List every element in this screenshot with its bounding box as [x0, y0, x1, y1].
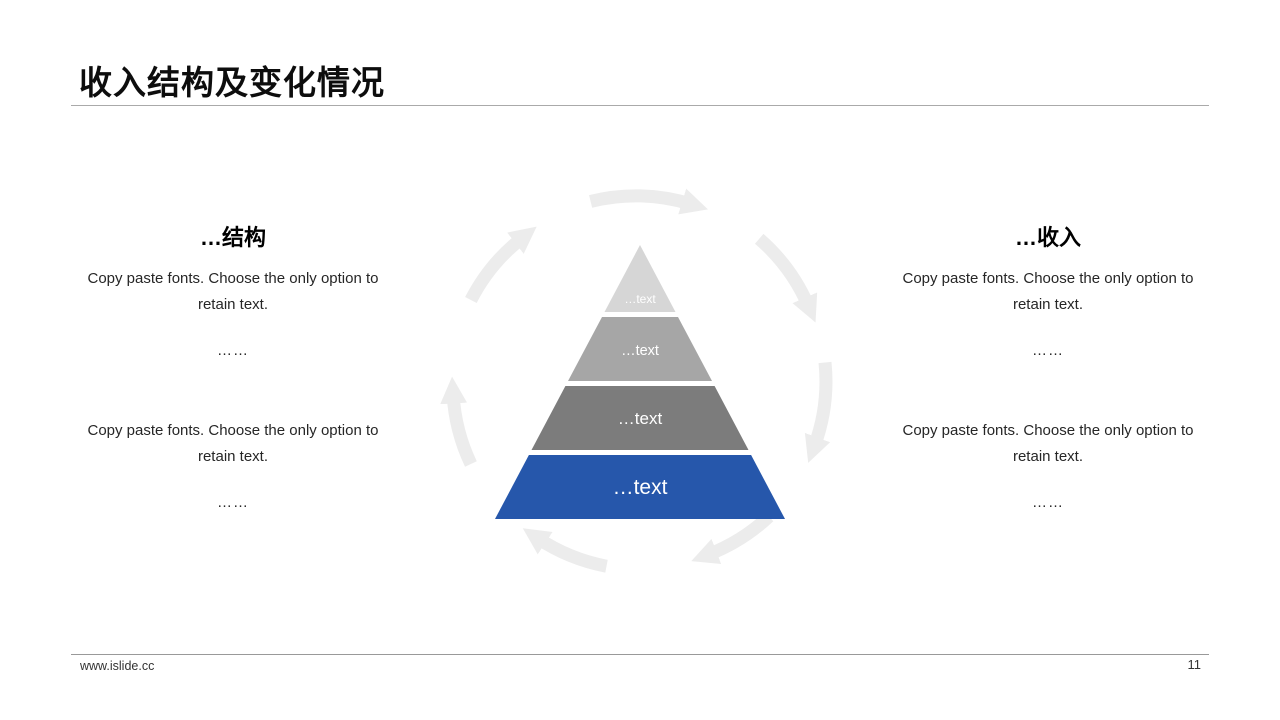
right-panel-body-2: Copy paste fonts. Choose the only option…	[902, 422, 1194, 465]
cycle-arrow-lower-right-icon	[691, 511, 774, 565]
pyramid-level-3	[531, 386, 749, 450]
right-panel-ellipsis-1: ……	[1032, 342, 1064, 359]
left-panel-body-2: Copy paste fonts. Choose the only option…	[87, 422, 379, 465]
right-panel-heading: …收入	[1014, 225, 1081, 250]
left-panel: …结构 Copy paste fonts. Choose the only op…	[83, 224, 383, 512]
page-number: 11	[1187, 657, 1202, 672]
pyramid-level-3-label: …text	[618, 409, 663, 428]
pyramid-level-4-label: …text	[613, 476, 668, 499]
pyramid-cycle-diagram: …text …text …text …text	[440, 188, 833, 573]
pyramid-level-1-label: …text	[624, 292, 656, 306]
right-panel: …收入 Copy paste fonts. Choose the only op…	[898, 224, 1198, 512]
left-panel-body-1: Copy paste fonts. Choose the only option…	[87, 270, 379, 313]
left-panel-ellipsis-1: ……	[217, 342, 249, 359]
pyramid-level-2	[568, 317, 712, 381]
right-panel-body-1: Copy paste fonts. Choose the only option…	[902, 270, 1194, 313]
cycle-arrow-lower-left-icon	[522, 528, 608, 573]
pyramid-level-1	[604, 245, 676, 312]
cycle-arrow-upper-right-icon	[754, 233, 818, 323]
footer-url: www.islide.cc	[80, 659, 155, 673]
left-panel-heading: …结构	[199, 225, 266, 250]
footer-divider	[71, 654, 1209, 655]
cycle-arrow-left-icon	[440, 376, 477, 467]
right-panel-ellipsis-2: ……	[1032, 494, 1064, 511]
pyramid-level-4	[495, 455, 785, 519]
slide-title: 收入结构及变化情况	[79, 64, 385, 101]
cycle-arrow-upper-left-icon	[465, 226, 537, 304]
cycle-arrow-top-icon	[589, 188, 708, 215]
cycle-arrow-right-icon	[804, 361, 833, 463]
header-divider	[71, 105, 1209, 106]
left-panel-ellipsis-2: ……	[217, 494, 249, 511]
pyramid-level-2-label: …text	[621, 343, 659, 359]
